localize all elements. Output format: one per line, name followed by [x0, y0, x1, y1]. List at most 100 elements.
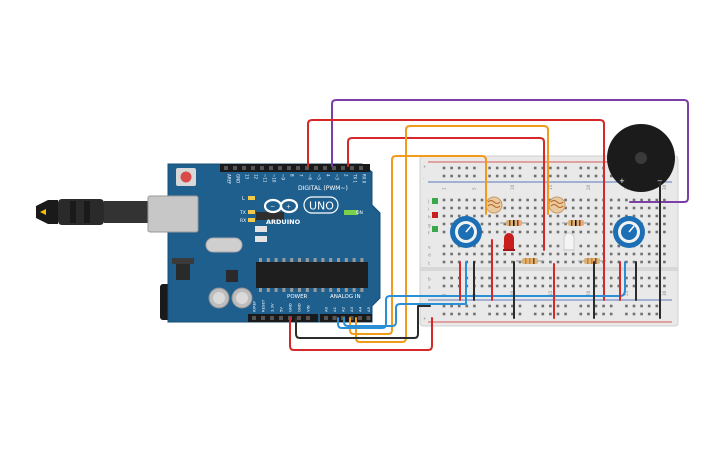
breadboard-hole[interactable]: [647, 222, 651, 226]
breadboard-hole[interactable]: [625, 304, 628, 308]
breadboard-hole[interactable]: [442, 206, 446, 210]
resistor-1[interactable]: [500, 220, 528, 226]
breadboard-hole[interactable]: [655, 244, 659, 248]
breadboard-hole[interactable]: [587, 304, 590, 308]
breadboard-hole[interactable]: [503, 260, 507, 264]
breadboard-hole[interactable]: [556, 230, 560, 234]
breadboard-hole[interactable]: [465, 174, 469, 178]
breadboard-hole[interactable]: [587, 198, 590, 202]
breadboard-hole[interactable]: [579, 198, 583, 202]
breadboard-hole[interactable]: [647, 252, 651, 256]
breadboard-hole[interactable]: [495, 312, 499, 316]
breadboard-hole[interactable]: [647, 198, 651, 202]
breadboard-hole[interactable]: [647, 276, 651, 280]
breadboard-hole[interactable]: [640, 260, 643, 264]
breadboard-hole[interactable]: [587, 222, 590, 226]
breadboard-hole[interactable]: [442, 304, 446, 308]
breadboard-hole[interactable]: [549, 222, 552, 226]
breadboard-hole[interactable]: [571, 284, 575, 288]
breadboard-hole[interactable]: [609, 244, 613, 248]
breadboard-hole[interactable]: [480, 276, 484, 280]
breadboard-hole[interactable]: [533, 174, 537, 178]
breadboard-hole[interactable]: [450, 166, 453, 170]
breadboard-hole[interactable]: [655, 304, 659, 308]
breadboard-hole[interactable]: [488, 276, 491, 280]
breadboard-hole[interactable]: [450, 276, 453, 280]
breadboard-hole[interactable]: [625, 198, 628, 202]
breadboard-hole[interactable]: [511, 214, 514, 218]
breadboard-hole[interactable]: [587, 214, 590, 218]
breadboard-hole[interactable]: [579, 260, 583, 264]
breadboard-hole[interactable]: [549, 260, 552, 264]
analog-pin-hole[interactable]: [366, 316, 371, 320]
digital-pin-hole[interactable]: [359, 166, 363, 170]
breadboard-hole[interactable]: [511, 284, 514, 288]
breadboard-hole[interactable]: [571, 198, 575, 202]
breadboard-hole[interactable]: [541, 198, 545, 202]
breadboard-hole[interactable]: [442, 252, 446, 256]
breadboard-hole[interactable]: [571, 276, 575, 280]
breadboard-hole[interactable]: [450, 304, 453, 308]
breadboard-hole[interactable]: [503, 230, 507, 234]
digital-pin-hole[interactable]: [269, 166, 273, 170]
breadboard-hole[interactable]: [457, 214, 461, 218]
breadboard-hole[interactable]: [450, 312, 453, 316]
breadboard-hole[interactable]: [442, 230, 446, 234]
breadboard-hole[interactable]: [541, 230, 545, 234]
breadboard-hole[interactable]: [571, 252, 575, 256]
breadboard-hole[interactable]: [647, 230, 651, 234]
breadboard-hole[interactable]: [541, 252, 545, 256]
breadboard-hole[interactable]: [541, 312, 545, 316]
breadboard-hole[interactable]: [526, 276, 529, 280]
breadboard-hole[interactable]: [495, 230, 499, 234]
breadboard-hole[interactable]: [465, 166, 469, 170]
breadboard-hole[interactable]: [571, 214, 575, 218]
breadboard-hole[interactable]: [564, 222, 567, 226]
breadboard-hole[interactable]: [564, 198, 567, 202]
breadboard-hole[interactable]: [663, 276, 666, 280]
breadboard-hole[interactable]: [511, 206, 514, 210]
breadboard-hole[interactable]: [518, 312, 522, 316]
breadboard-hole[interactable]: [465, 214, 469, 218]
breadboard-hole[interactable]: [655, 222, 659, 226]
breadboard-hole[interactable]: [617, 284, 621, 288]
breadboard-hole[interactable]: [450, 222, 453, 226]
breadboard-hole[interactable]: [609, 252, 613, 256]
digital-pin-hole[interactable]: [332, 166, 336, 170]
breadboard-hole[interactable]: [495, 244, 499, 248]
breadboard-hole[interactable]: [450, 214, 453, 218]
breadboard-hole[interactable]: [625, 312, 628, 316]
breadboard-hole[interactable]: [556, 222, 560, 226]
breadboard-hole[interactable]: [549, 166, 552, 170]
breadboard-hole[interactable]: [594, 214, 598, 218]
breadboard-hole[interactable]: [594, 230, 598, 234]
wires[interactable]: [289, 99, 689, 351]
breadboard-hole[interactable]: [587, 252, 590, 256]
breadboard-hole[interactable]: [647, 244, 651, 248]
breadboard-hole[interactable]: [556, 174, 560, 178]
breadboard-hole[interactable]: [495, 222, 499, 226]
breadboard-hole[interactable]: [556, 214, 560, 218]
breadboard-hole[interactable]: [450, 244, 453, 248]
breadboard-hole[interactable]: [647, 206, 651, 210]
breadboard-hole[interactable]: [594, 222, 598, 226]
breadboard-hole[interactable]: [488, 260, 491, 264]
breadboard-hole[interactable]: [655, 206, 659, 210]
digital-pin-hole[interactable]: [323, 166, 327, 170]
breadboard-hole[interactable]: [503, 174, 507, 178]
breadboard-hole[interactable]: [655, 312, 659, 316]
breadboard-hole[interactable]: [617, 252, 621, 256]
breadboard-hole[interactable]: [480, 214, 484, 218]
breadboard-hole[interactable]: [488, 284, 491, 288]
breadboard-hole[interactable]: [632, 198, 636, 202]
power-pin-hole[interactable]: [279, 316, 283, 320]
breadboard-hole[interactable]: [579, 230, 583, 234]
breadboard-hole[interactable]: [503, 206, 507, 210]
breadboard-hole[interactable]: [579, 312, 583, 316]
digital-pin-hole[interactable]: [305, 166, 309, 170]
breadboard-hole[interactable]: [533, 214, 537, 218]
breadboard-hole[interactable]: [526, 252, 529, 256]
breadboard-hole[interactable]: [579, 166, 583, 170]
breadboard-hole[interactable]: [594, 166, 598, 170]
